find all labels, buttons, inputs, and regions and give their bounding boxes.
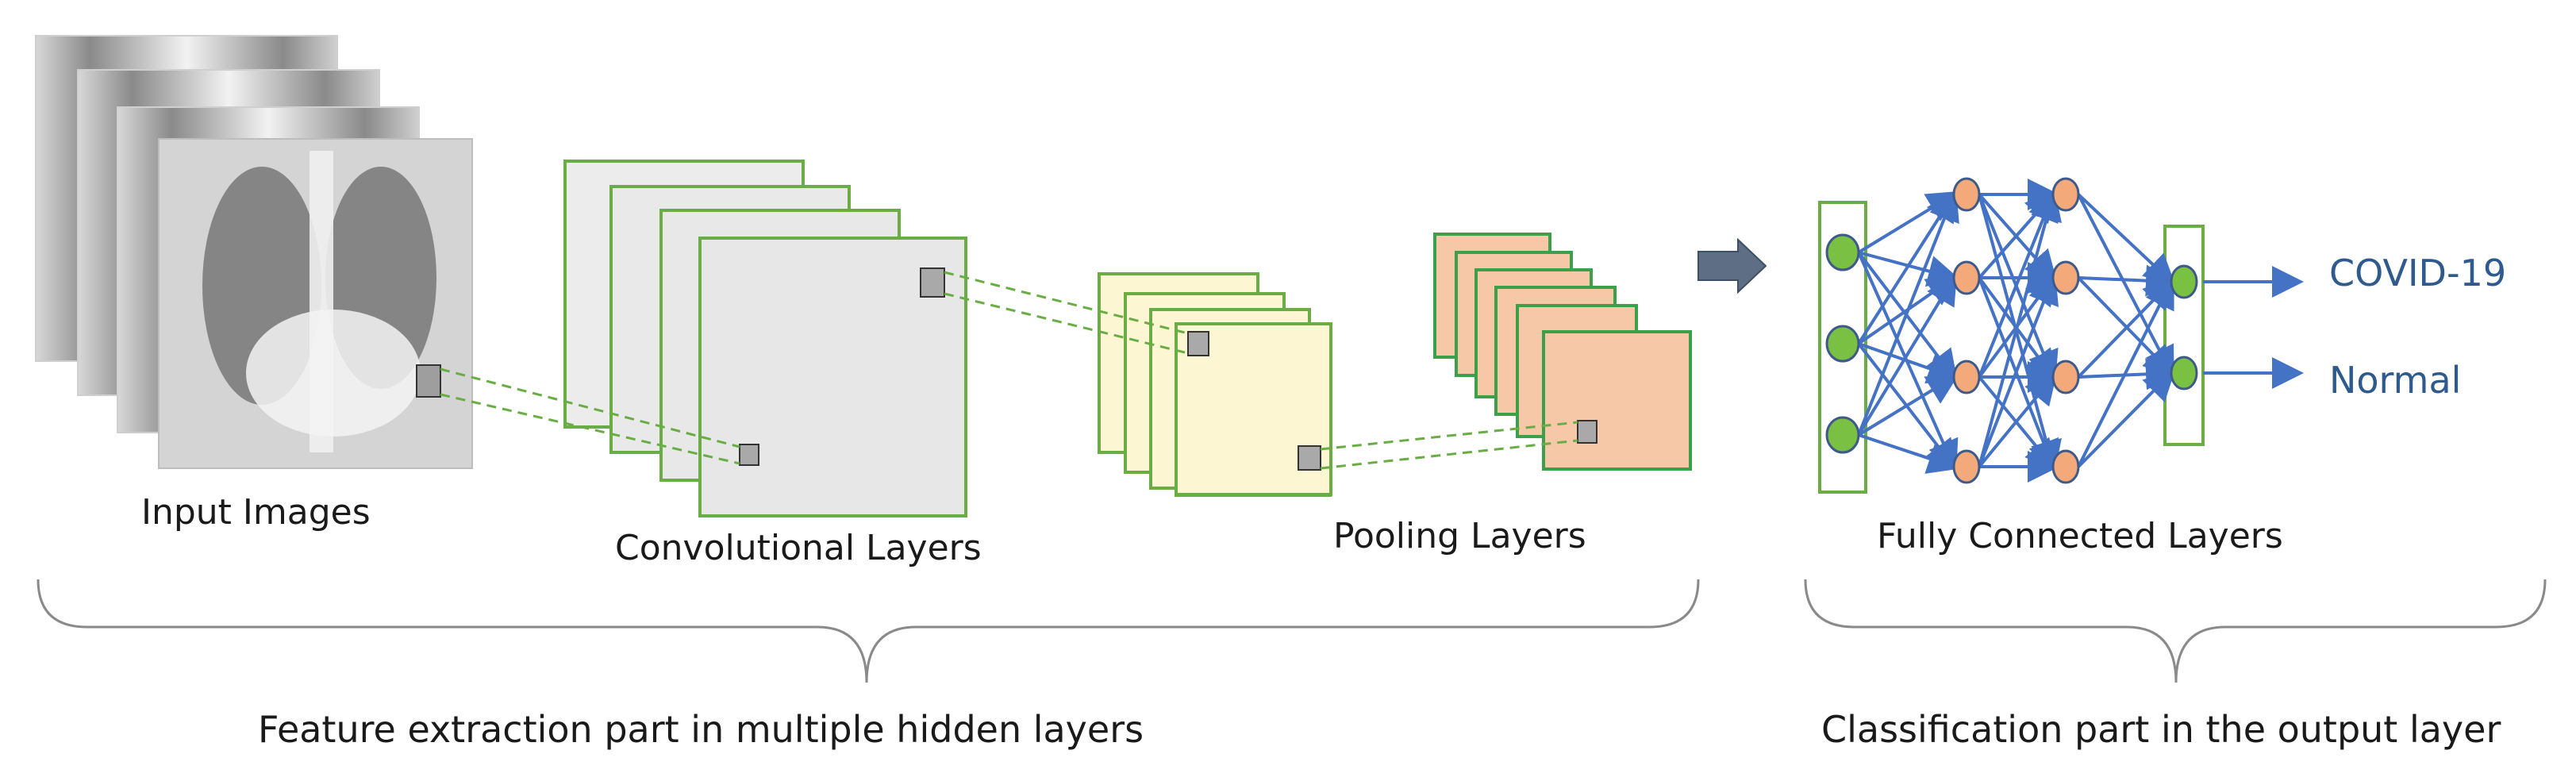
fully-connected-layers-label: Fully Connected Layers bbox=[1877, 516, 2283, 556]
fc-edge-0-0-0 bbox=[1857, 190, 1959, 254]
pool2-front-layer bbox=[1542, 330, 1692, 471]
fc-edge-1-2-0 bbox=[1978, 188, 2059, 378]
input-image-stack bbox=[35, 35, 473, 469]
fc-edge-1-3-2 bbox=[1978, 371, 2058, 468]
fc-edge-0-2-3 bbox=[1858, 433, 1960, 474]
fc-edge-2-2-0 bbox=[2077, 277, 2176, 379]
fc-output-layer-box bbox=[2163, 225, 2205, 446]
pool-kernel-patch bbox=[1187, 331, 1209, 356]
fc-node-1-0 bbox=[1952, 177, 1981, 212]
fc-node-3-0 bbox=[2170, 264, 2198, 299]
classification-label: Classification part in the output layer bbox=[1821, 708, 2501, 751]
transition-arrow bbox=[1697, 237, 1767, 294]
fc-node-2-0 bbox=[2051, 177, 2080, 212]
fc-connections bbox=[1857, 179, 2178, 483]
xray-image-4 bbox=[158, 138, 473, 469]
output-label-covid: COVID-19 bbox=[2329, 252, 2506, 294]
fc-edge-0-2-0 bbox=[1857, 188, 1959, 436]
output-label-normal: Normal bbox=[2329, 359, 2461, 402]
fc-edge-0-0-1 bbox=[1858, 251, 1960, 287]
conv-kernel-patch bbox=[920, 267, 945, 298]
receptive-field-lines-1 bbox=[440, 367, 740, 465]
fc-node-0-1 bbox=[1825, 325, 1860, 363]
convolutional-layers-label: Convolutional Layers bbox=[615, 528, 982, 568]
fc-edge-0-2-1 bbox=[1857, 272, 1958, 437]
fc-edge-2-1-1 bbox=[2077, 276, 2176, 378]
fc-edge-0-1-2 bbox=[1858, 342, 1960, 384]
pooling-layer-stack-2 bbox=[1433, 233, 1692, 471]
fc-edge-2-3-1 bbox=[2077, 368, 2176, 468]
fc-node-1-3 bbox=[1952, 449, 1981, 484]
fc-node-2-3 bbox=[2051, 449, 2080, 484]
fc-node-2-2 bbox=[2051, 360, 2080, 394]
fc-node-1-2 bbox=[1952, 360, 1981, 394]
fully-connected-network bbox=[1818, 177, 2205, 494]
receptive-field-lines-3 bbox=[1320, 421, 1578, 470]
fc-node-0-2 bbox=[1825, 416, 1860, 454]
fc-node-1-1 bbox=[1952, 260, 1981, 295]
pool2-feature-cell bbox=[1577, 420, 1598, 444]
fc-node-3-1 bbox=[2170, 356, 2198, 390]
fc-edge-1-3-1 bbox=[1978, 271, 2059, 467]
pooling-layer-stack bbox=[1098, 272, 1332, 497]
fc-edge-2-0-1 bbox=[2077, 194, 2174, 379]
fc-edge-2-3-0 bbox=[2077, 275, 2174, 467]
classification-brace bbox=[1804, 579, 2547, 683]
pool-feature-cell bbox=[1298, 445, 1321, 471]
conv-feature-cell bbox=[739, 444, 759, 466]
convolutional-layer-stack bbox=[563, 160, 967, 517]
fc-edge-2-0-0 bbox=[2077, 193, 2176, 287]
fc-edge-2-1-0 bbox=[2078, 264, 2178, 297]
feature-extraction-label: Feature extraction part in multiple hidd… bbox=[258, 708, 1144, 751]
input-images-label: Input Images bbox=[141, 492, 371, 533]
feature-extraction-brace bbox=[37, 579, 1700, 683]
output-arrows bbox=[2203, 266, 2304, 389]
receptive-field-lines-2 bbox=[944, 271, 1189, 355]
fc-edge-1-3-0 bbox=[1978, 188, 2062, 467]
fc-node-0-0 bbox=[1825, 233, 1860, 271]
fc-edge-0-2-2 bbox=[1857, 373, 1959, 437]
fc-nodes bbox=[1825, 177, 2198, 484]
pooling-layers-label: Pooling Layers bbox=[1333, 516, 1586, 556]
fc-node-2-1 bbox=[2051, 260, 2080, 295]
